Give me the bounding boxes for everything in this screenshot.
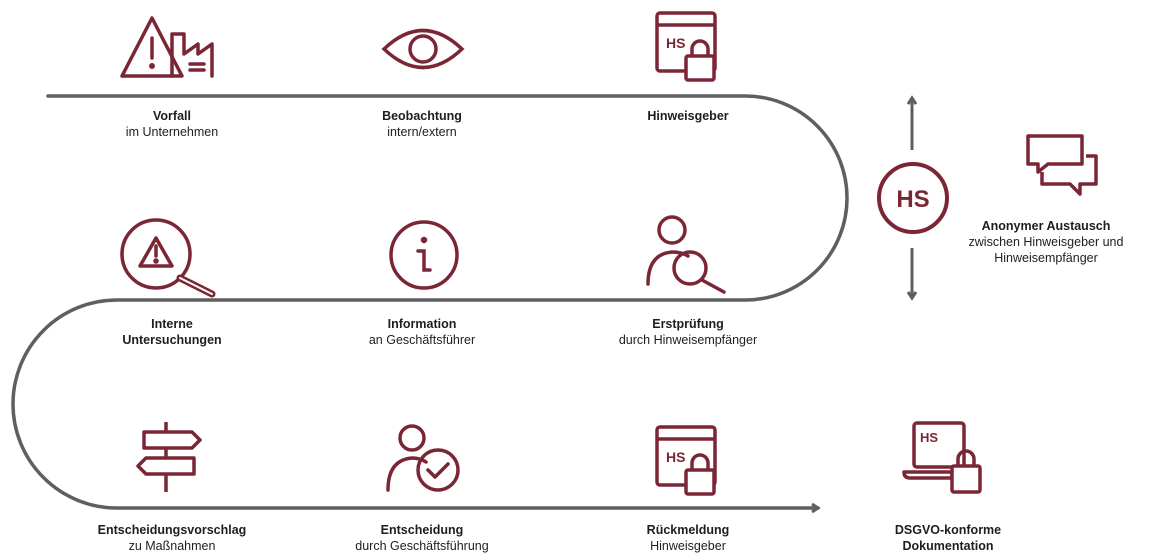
info-icon [389,220,459,290]
person-check-icon [386,424,460,492]
svg-text:HS: HS [666,449,685,465]
hs-window-lock-icon: HS [655,11,717,82]
step-hinweisgeber-label: Hinweisgeber [647,109,729,123]
warning-factory-icon [120,16,214,78]
serpentine-path [11,94,849,508]
chat-bubbles-icon [1026,134,1098,196]
hs-circle-badge: HS [877,162,949,234]
svg-text:HS: HS [920,430,938,445]
hs-laptop-lock-icon: HS [902,421,982,494]
svg-text:HS: HS [666,35,685,51]
eye-icon [381,28,465,70]
svg-text:HS: HS [896,186,929,213]
hs-window-lock-icon: HS [655,425,717,496]
warning-magnifier-icon [120,218,216,298]
person-search-icon [646,215,726,294]
signpost-icon [136,422,202,492]
